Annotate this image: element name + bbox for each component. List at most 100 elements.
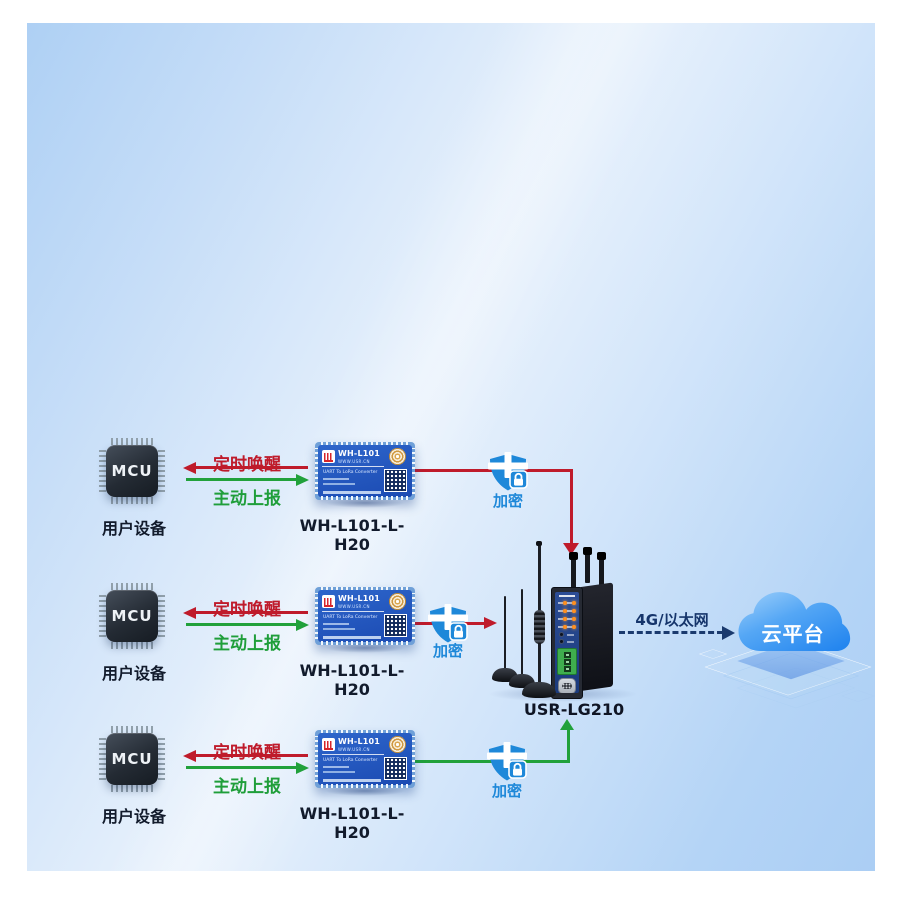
mcu-chip-icon: MCU (98, 725, 166, 793)
chip-pins-bottom (111, 642, 153, 649)
chip-pins-left (99, 738, 106, 780)
wake-arrowhead-icon (183, 750, 196, 762)
serial-port-icon (558, 678, 576, 693)
lora-module-icon: WH-L101 WWW.USR.CN UART To LoRa Converte… (315, 587, 415, 653)
module-model-label: WH-L101-L-H20 (299, 516, 405, 554)
mcu-chip-body: MCU (106, 590, 158, 642)
chip-pins-left (99, 450, 106, 492)
encryption-shield-icon (488, 452, 528, 491)
module-description: UART To LoRa Converter (323, 615, 378, 620)
module-model-label: WH-L101-L-H20 (299, 661, 405, 699)
mcu-chip-body: MCU (106, 733, 158, 785)
gateway-nameplate (559, 595, 575, 597)
encryption-shield-icon (487, 742, 527, 781)
antenna-connector-icon (583, 547, 592, 583)
uplink-label: 4G/以太网 (635, 611, 709, 629)
module-pcb: WH-L101 WWW.USR.CN UART To LoRa Converte… (318, 445, 412, 497)
usr-logo-icon (322, 595, 335, 608)
antenna-base (522, 682, 556, 698)
device-row-3: MCU 用户设备 定时唤醒 主动上报 WH-L101 WWW.USR.CN UA… (0, 719, 900, 842)
module-shadow (325, 498, 405, 508)
encrypted-link-line (567, 730, 570, 763)
module-castellation-right (411, 448, 415, 494)
user-device-label: 用户设备 (101, 664, 166, 683)
chip-pins-right (158, 738, 165, 780)
report-arrow-line (186, 478, 296, 481)
mcu-chip-icon: MCU (98, 437, 166, 505)
module-text-bar (323, 478, 349, 480)
wake-arrow-label: 定时唤醒 (213, 743, 281, 763)
report-arrow-label: 主动上报 (213, 634, 281, 654)
gateway-device: USR-LG210 (480, 540, 670, 730)
device-row-1: MCU 用户设备 定时唤醒 主动上报 WH-L101 WWW.USR.CN UA… (0, 437, 900, 555)
wake-arrow-line (196, 611, 308, 614)
module-text-bar (323, 491, 381, 494)
uplink-arrowhead-icon (722, 626, 735, 640)
chip-pins-right (158, 450, 165, 492)
report-arrowhead-icon (296, 619, 309, 631)
terminal-block-icon (557, 648, 577, 675)
module-divider (322, 754, 384, 755)
chip-pins-top (111, 438, 153, 445)
gateway-front-panel (551, 587, 583, 699)
chip-pins-bottom (111, 497, 153, 504)
chip-pins-bottom (111, 785, 153, 792)
usr-logo-icon (322, 738, 335, 751)
wake-arrow-label: 定时唤醒 (213, 455, 281, 475)
gateway-label: USR-LG210 (523, 700, 625, 719)
module-castellation-left (315, 736, 319, 782)
module-description: UART To LoRa Converter (323, 758, 378, 763)
lora-module-icon: WH-L101 WWW.USR.CN UART To LoRa Converte… (315, 442, 415, 508)
module-title: WH-L101 (338, 449, 381, 458)
user-device-label: 用户设备 (101, 519, 166, 538)
module-castellation-right (411, 736, 415, 782)
report-arrowhead-icon (296, 762, 309, 774)
wake-arrow-label: 定时唤醒 (213, 600, 281, 620)
encryption-label: 加密 (491, 782, 522, 800)
report-arrow-line (186, 623, 296, 626)
antenna-coil-icon (389, 593, 406, 610)
module-pcb: WH-L101 WWW.USR.CN UART To LoRa Converte… (318, 733, 412, 785)
antenna-coil-icon (389, 736, 406, 753)
wake-arrowhead-icon (183, 462, 196, 474)
report-arrow-label: 主动上报 (213, 777, 281, 797)
module-model-label: WH-L101-L-H20 (299, 804, 405, 842)
module-title: WH-L101 (338, 594, 381, 603)
module-castellation-left (315, 593, 319, 639)
user-device-label: 用户设备 (101, 807, 166, 826)
device-row-2: MCU 用户设备 定时唤醒 主动上报 WH-L101 WWW.USR.CN UA… (0, 582, 900, 699)
module-castellation-left (315, 448, 319, 494)
mcu-chip-label: MCU (111, 462, 153, 480)
module-text-bar (323, 628, 355, 630)
cloud-icon (738, 592, 851, 651)
module-text-bar (323, 483, 355, 485)
antenna-tip (536, 541, 542, 546)
gateway-faceplate (555, 592, 579, 693)
qr-code-icon (384, 469, 407, 492)
chip-pins-left (99, 595, 106, 637)
mcu-chip-label: MCU (111, 607, 153, 625)
mcu-chip-icon: MCU (98, 582, 166, 650)
module-text-bar (323, 623, 349, 625)
module-shadow (325, 643, 405, 653)
module-pcb: WH-L101 WWW.USR.CN UART To LoRa Converte… (318, 590, 412, 642)
lora-module-icon: WH-L101 WWW.USR.CN UART To LoRa Converte… (315, 730, 415, 796)
module-description: UART To LoRa Converter (323, 470, 378, 475)
module-title: WH-L101 (338, 737, 381, 746)
background-gradient (27, 23, 875, 871)
wake-arrowhead-icon (183, 607, 196, 619)
module-text-bar (323, 771, 355, 773)
antenna-coil-icon (389, 448, 406, 465)
qr-code-icon (384, 757, 407, 780)
chip-pins-top (111, 583, 153, 590)
module-shadow (325, 786, 405, 796)
module-divider (322, 466, 384, 467)
chip-pins-top (111, 726, 153, 733)
uplink-dashed-line (619, 631, 723, 634)
module-site: WWW.USR.CN (338, 604, 370, 609)
encryption-label: 加密 (492, 492, 523, 510)
report-arrow-label: 主动上报 (213, 489, 281, 509)
module-text-bar (323, 766, 349, 768)
antenna-icon (521, 589, 523, 677)
